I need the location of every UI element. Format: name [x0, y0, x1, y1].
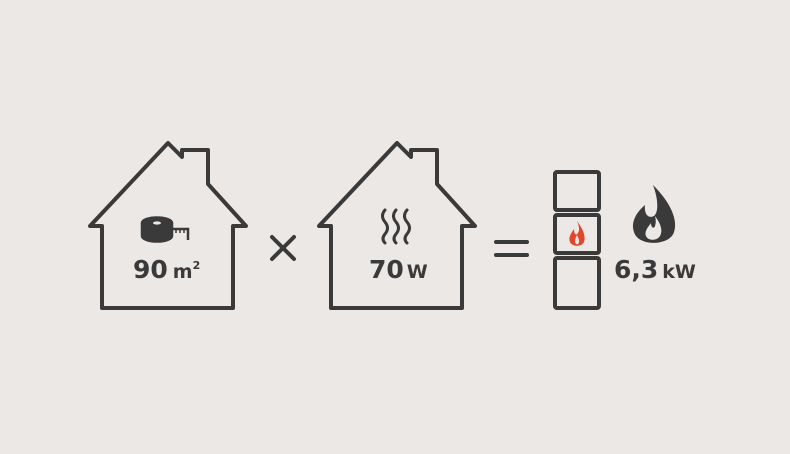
stove-with-flame-icon	[553, 170, 601, 310]
result-value: 6,3	[614, 255, 659, 284]
flame-icon	[632, 185, 676, 243]
area-value: 90	[133, 255, 168, 284]
area-unit-superscript: 2	[192, 259, 201, 272]
multiply-sign	[270, 235, 296, 261]
heat-demand-value: 70	[369, 255, 404, 284]
heat-waves-icon	[381, 208, 411, 245]
area-unit: m	[172, 261, 193, 283]
house-heat-icon	[317, 141, 477, 310]
result-unit: kW	[662, 261, 696, 283]
house-area-icon	[88, 141, 248, 310]
tape-measure-icon	[140, 216, 190, 243]
stove-flame-icon	[569, 221, 585, 246]
heat-demand-unit: W	[406, 261, 428, 283]
equals-sign	[494, 240, 529, 257]
